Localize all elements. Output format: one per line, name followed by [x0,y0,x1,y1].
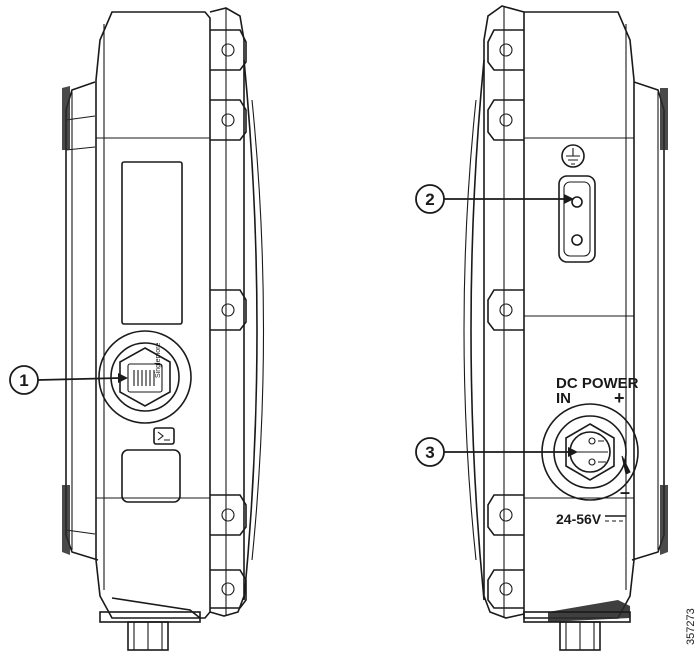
dc-symbol-icon [605,515,626,522]
console-icon [153,427,175,445]
left-mount-tabs [210,29,247,609]
minus-sign: – [620,482,630,502]
callout-1: 1 [9,365,128,395]
right-body-seams [524,137,634,499]
console-port: Singlemore [98,330,192,424]
callout-1-number: 1 [19,371,28,390]
right-bottom-gland [523,600,631,651]
right-mount-tabs [487,29,524,609]
left-body-seams [96,137,210,499]
callout-3: 3 [415,437,578,467]
power-label-line2: IN [556,390,571,407]
right-body-outline [523,11,635,619]
right-front-face [470,59,485,601]
ground-lug [558,175,596,263]
right-unit: DC POWER IN + – 24-56V [463,5,668,651]
left-body-outline [95,11,211,619]
power-label-line1: DC POWER [556,375,639,392]
left-unit: Singlemore [62,7,265,651]
left-port-cover [121,449,181,503]
callout-3-number: 3 [425,443,434,462]
right-rear-fins [631,81,668,561]
left-bottom-gland [99,597,201,651]
callout-2-number: 2 [425,190,434,209]
left-rear-fins [62,81,99,561]
left-front-face [243,59,258,601]
callout-2: 2 [415,184,574,214]
right-front-bezel [483,5,525,619]
left-label-recess [121,161,183,325]
voltage-label: 24-56V [556,511,602,527]
figure-id: 357273 [685,608,697,645]
port-text: Singlemore [155,342,162,378]
plus-sign: + [614,388,625,408]
ground-icon [561,144,585,168]
